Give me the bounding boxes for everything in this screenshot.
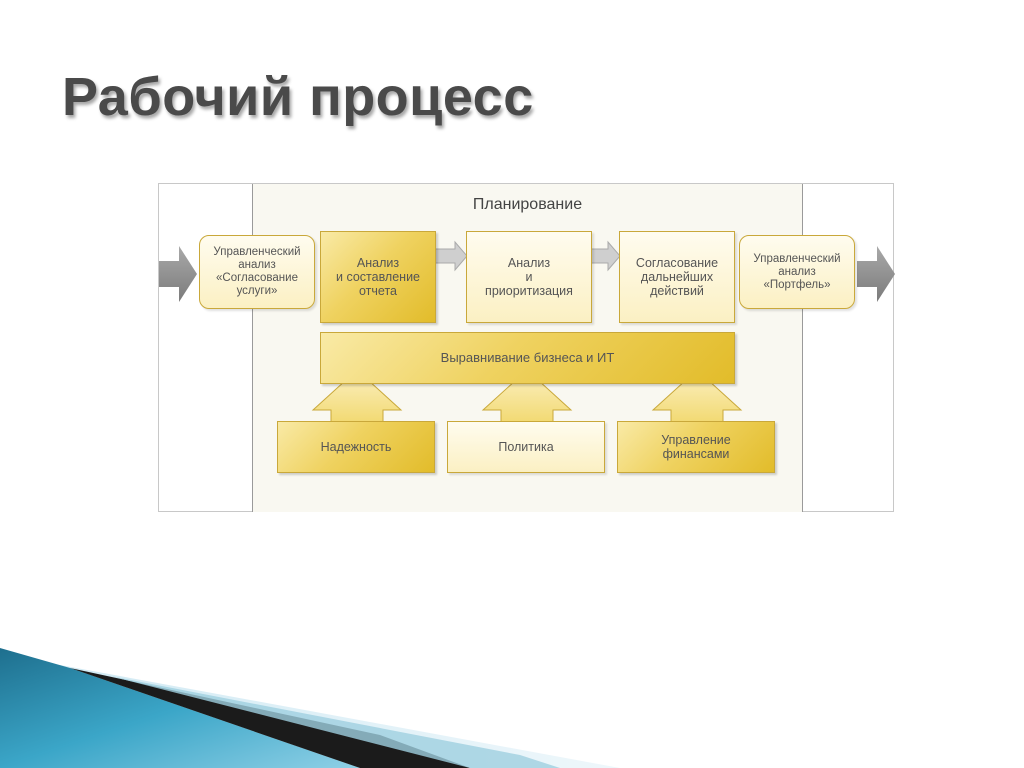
planning-arrows-layer xyxy=(311,240,743,425)
workflow-diagram: Планирование Управленческий анализ «Согл… xyxy=(158,183,895,512)
output-analysis-box: Управленческий анализ «Портфель» xyxy=(739,235,855,309)
input-analysis-box: Управленческий анализ «Согласование услу… xyxy=(199,235,315,309)
diagram-arrows-layer xyxy=(159,246,895,302)
alignment-bar: Выравнивание бизнеса и ИТ xyxy=(320,332,735,384)
foundation-box-finance: Управление финансами xyxy=(617,421,775,473)
input-arrow-icon xyxy=(159,246,197,302)
foundation-box-reliability: Надежность xyxy=(277,421,435,473)
slide-title: Рабочий процесс xyxy=(62,67,534,127)
step-box-agreement: Согласование дальнейших действий xyxy=(619,231,735,323)
step-arrow-icon xyxy=(432,240,468,272)
planning-title: Планирование xyxy=(472,196,583,213)
foundation-box-policy: Политика xyxy=(447,421,605,473)
step-box-analysis-report: Анализ и составление отчета xyxy=(320,231,436,323)
step-box-prioritization: Анализ и приоритизация xyxy=(466,231,592,323)
output-arrow-icon xyxy=(857,246,895,302)
